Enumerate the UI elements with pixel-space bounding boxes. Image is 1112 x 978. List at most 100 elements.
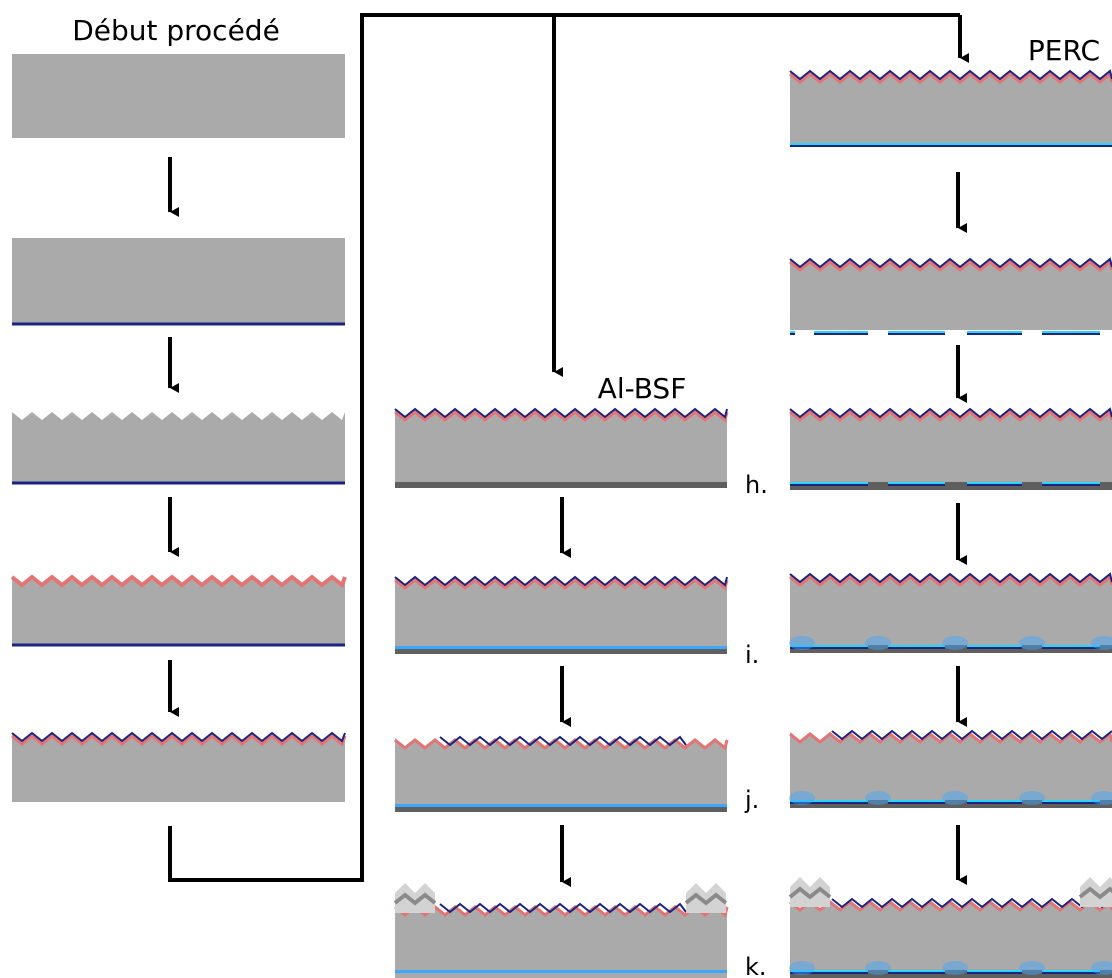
wafer-perc-j-local-bsf-2 — [942, 791, 968, 805]
wafer-perc-k-local-bsf-3 — [1019, 961, 1045, 975]
wafer-al-i — [395, 578, 727, 648]
wafer-perc-g-opening-edge-4 — [1042, 333, 1100, 335]
wafer-perc-h-passivation-edge-2 — [967, 484, 1022, 486]
wafer-perc-k-local-bsf-1 — [865, 961, 891, 975]
wafer-perc-j-passivation-1 — [888, 800, 945, 803]
wafer-al-h-emitter — [394, 410, 729, 423]
wafer-al-h — [395, 410, 727, 484]
wafer-perc-k-passivation-2 — [967, 970, 1022, 973]
wafer-perc-k-contact-0 — [790, 877, 830, 907]
wafer-al-k-contact-0 — [395, 883, 435, 913]
wafer-perc-k-arc — [831, 897, 1112, 909]
wafer-perc-i-metal — [790, 645, 1112, 653]
wafer-a — [12, 54, 345, 138]
wafer-perc-k-passivation-0 — [790, 970, 868, 973]
wafer-perc-g — [790, 260, 1112, 330]
wafer-perc-h — [790, 410, 1112, 482]
wafer-perc-i-local-bsf-2 — [942, 636, 968, 650]
wafer-perc-k-local-bsf-2 — [942, 961, 968, 975]
wafer-al-h-metal — [395, 482, 727, 488]
wafer-perc-g-opening-4 — [1042, 331, 1100, 334]
wafer-perc-h-passivation-2 — [967, 482, 1022, 485]
wafer-perc-i-emitter — [789, 574, 1112, 587]
wafer-perc-k-passivation-edge-0 — [790, 972, 868, 974]
perc-title: PERC — [1028, 34, 1100, 67]
wafer-perc-g-opening-1 — [814, 331, 868, 334]
wafer-perc-k-passivation-3 — [1042, 970, 1100, 973]
wafer-al-k-contact-line-1 — [684, 892, 728, 906]
wafer-perc-i-passivation-1 — [888, 645, 945, 648]
wafer-c — [12, 412, 345, 483]
wafer-perc-h-passivation-0 — [790, 482, 868, 485]
wafer-perc-k-passivation-edge-3 — [1042, 972, 1100, 974]
wafer-perc-j-local-bsf-1 — [865, 791, 891, 805]
wafer-e-arc — [11, 731, 346, 743]
wafer-perc-j-local-bsf-4 — [1091, 791, 1112, 805]
wafer-d — [12, 577, 345, 645]
wafer-perc-i — [790, 575, 1112, 645]
wafer-perc-i-local-bsf-3 — [1019, 636, 1045, 650]
wafer-perc-k-contact-line-0 — [788, 886, 832, 900]
wafer-perc-g-opening-edge-0 — [790, 333, 795, 335]
step-label-h: h. — [745, 471, 768, 499]
wafer-e-emitter — [11, 734, 347, 747]
wafer-perc-h-passivation-edge-1 — [888, 484, 945, 486]
wafer-al-i-arc — [394, 575, 728, 587]
wafer-perc-k-local-bsf-0 — [789, 961, 815, 975]
wafer-perc-k — [790, 900, 1112, 970]
wafer-perc-k-local-bsf-4 — [1091, 961, 1112, 975]
wafer-perc-h-passivation-3 — [1042, 482, 1100, 485]
wafer-perc-j-passivation-2 — [967, 800, 1022, 803]
wafer-perc-h-passivation-1 — [888, 482, 945, 485]
wafer-perc-i-arc — [789, 572, 1112, 584]
wafer-al-k-contact-1 — [686, 883, 726, 913]
wafer-d-emitter — [10, 574, 347, 589]
step-label-j: j. — [744, 786, 759, 814]
wafer-perc-k-passivation-edge-2 — [967, 972, 1022, 974]
wafer-al-j — [395, 738, 727, 808]
flow-connector-line — [168, 13, 960, 882]
al-bsf-title: Al-BSF — [598, 372, 687, 405]
wafer-perc-j-passivation-3 — [1042, 800, 1100, 803]
wafer-perc-g-opening-edge-3 — [967, 333, 1022, 335]
wafer-perc-j-passivation-edge-0 — [790, 802, 868, 804]
wafer-perc-i-passivation-edge-2 — [967, 647, 1022, 649]
wafer-perc-j-local-bsf-3 — [1019, 791, 1045, 805]
wafer-al-k-bsf — [395, 970, 727, 973]
wafer-perc-k-contact-line-1 — [1078, 886, 1112, 900]
wafer-e — [12, 734, 345, 802]
wafer-perc-i-local-bsf-4 — [1091, 636, 1112, 650]
wafer-perc-j-metal — [790, 800, 1112, 808]
wafer-perc-g-opening-edge-2 — [888, 333, 945, 335]
wafer-perc-j-passivation-edge-3 — [1042, 802, 1100, 804]
wafer-perc-i-passivation-edge-0 — [790, 647, 868, 649]
wafer-perc-f-passivation-edge — [790, 145, 1112, 147]
wafer-perc-f-emitter — [789, 71, 1112, 84]
wafer-perc-j-arc — [831, 729, 1112, 741]
wafer-perc-j-local-bsf-0 — [789, 791, 815, 805]
wafer-perc-i-passivation-0 — [790, 645, 868, 648]
step-label-i: i. — [745, 641, 759, 669]
wafer-perc-j — [790, 732, 1112, 800]
wafer-perc-i-local-bsf-1 — [865, 636, 891, 650]
wafer-perc-k-passivation-1 — [888, 970, 945, 973]
wafer-perc-g-opening-edge-1 — [814, 333, 868, 335]
wafer-perc-k-emitter — [789, 899, 1112, 912]
wafer-perc-f-arc — [789, 69, 1112, 81]
wafer-perc-f — [790, 72, 1112, 143]
wafer-perc-i-local-bsf-0 — [789, 636, 815, 650]
start-title: Début procédé — [72, 14, 280, 47]
wafer-perc-f-passivation — [790, 143, 1112, 146]
wafer-al-k-contact-line-0 — [393, 892, 437, 906]
wafer-perc-j-emitter — [789, 731, 1112, 744]
wafer-al-i-metal — [395, 648, 727, 654]
wafer-perc-g-arc — [789, 257, 1112, 269]
step-label-k: k. — [745, 953, 767, 978]
wafer-perc-i-passivation-edge-3 — [1042, 647, 1100, 649]
wafer-perc-k-metal — [790, 970, 1112, 978]
wafer-perc-g-emitter — [789, 259, 1112, 272]
wafer-perc-h-passivation-edge-0 — [790, 484, 868, 486]
wafer-perc-h-arc — [789, 407, 1112, 419]
wafer-perc-i-passivation-3 — [1042, 645, 1100, 648]
